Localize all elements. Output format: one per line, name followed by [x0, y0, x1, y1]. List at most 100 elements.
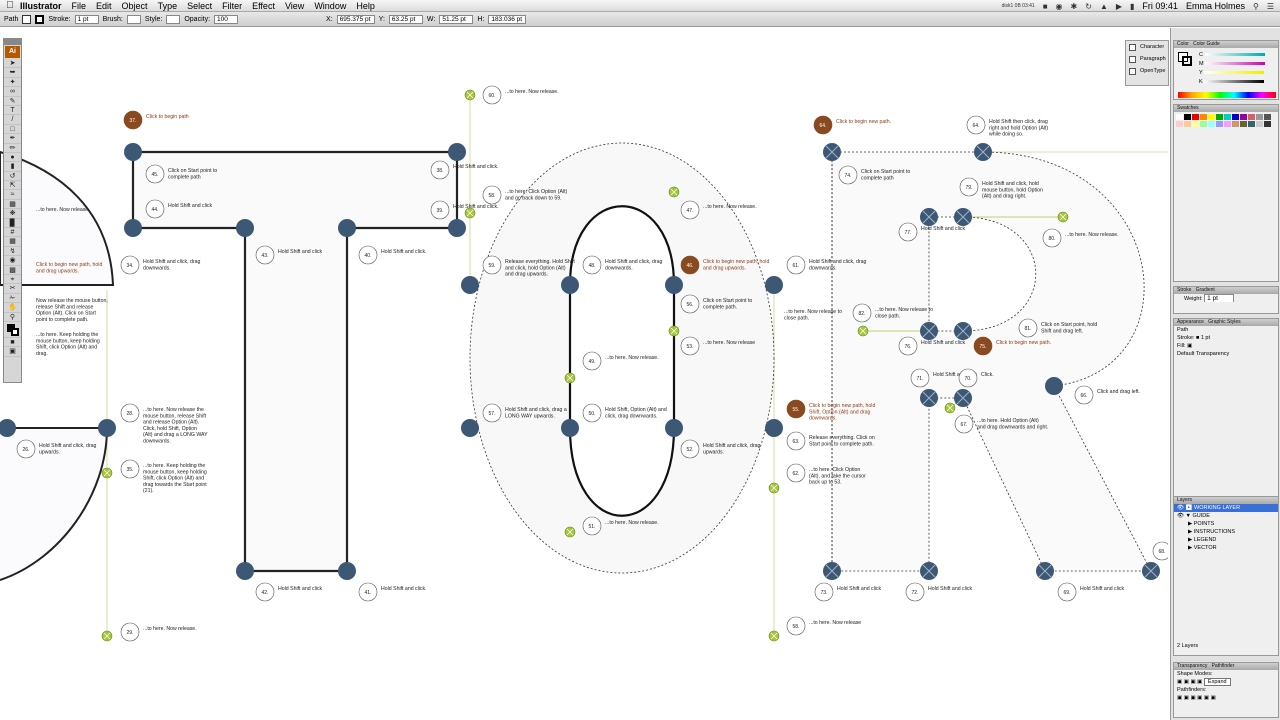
color-swatch[interactable]	[1256, 121, 1263, 127]
color-swatch[interactable]	[1216, 121, 1223, 127]
color-panel-tab[interactable]: Color Color Guide	[1174, 41, 1278, 48]
hand-tool-icon[interactable]: ✋	[4, 303, 21, 313]
tools-panel-header[interactable]	[4, 39, 21, 45]
cyan-slider[interactable]: C	[1196, 51, 1278, 60]
color-swatch[interactable]	[1184, 121, 1191, 127]
swatch-grid[interactable]	[1174, 112, 1278, 129]
y-field[interactable]: 63.25 pt	[388, 14, 423, 24]
menu-edit[interactable]: Edit	[96, 0, 112, 11]
free-transform-tool-icon[interactable]: ▦	[4, 200, 21, 210]
appearance-opacity[interactable]: Default Transparency	[1177, 351, 1230, 357]
screen-mode-icon[interactable]: ▣	[4, 347, 21, 357]
rotate-tool-icon[interactable]: ↺	[4, 172, 21, 182]
clock[interactable]: Fri 09:41	[1142, 1, 1178, 11]
stroke-swatch[interactable]	[1182, 56, 1192, 66]
appearance-stroke[interactable]: Stroke: ■ 1 pt	[1177, 335, 1211, 341]
symbol-sprayer-tool-icon[interactable]: ❋	[4, 209, 21, 219]
color-swatch[interactable]	[1240, 114, 1247, 120]
direct-selection-tool-icon[interactable]: ➥	[4, 68, 21, 78]
scale-tool-icon[interactable]: ⇱	[4, 181, 21, 191]
selection-tool-icon[interactable]: ➤	[4, 59, 21, 69]
color-swatch[interactable]	[1240, 121, 1247, 127]
menu-filter[interactable]: Filter	[222, 0, 243, 11]
magic-wand-tool-icon[interactable]: ✦	[4, 78, 21, 88]
rectangle-tool-icon[interactable]: □	[4, 125, 21, 135]
menu-view[interactable]: View	[284, 0, 305, 11]
status-icon[interactable]: ■	[1042, 1, 1048, 11]
warp-tool-icon[interactable]: ≈	[4, 190, 21, 200]
layer-row[interactable]: 👁 ▼ GUIDE	[1177, 513, 1210, 519]
color-mode-icon[interactable]: ■	[4, 338, 21, 348]
apple-menu-icon[interactable]: 	[0, 0, 20, 11]
appearance-panel-tab[interactable]: Appearance Graphic Styles	[1174, 319, 1278, 326]
x-field[interactable]: 695.375 pt	[336, 14, 375, 24]
live-paint-tool-icon[interactable]: ▩	[4, 266, 21, 275]
menu-object[interactable]: Object	[121, 0, 148, 11]
stroke-icon[interactable]	[11, 327, 19, 336]
fill-stroke-icon[interactable]	[4, 322, 21, 338]
spotlight-icon[interactable]: ⚲	[1252, 1, 1259, 11]
appearance-fill[interactable]: Fill: ▣	[1177, 343, 1193, 349]
color-swatch[interactable]	[1200, 114, 1207, 120]
lasso-tool-icon[interactable]: ∞	[4, 87, 21, 97]
menu-file[interactable]: File	[71, 0, 87, 11]
gradient-tool-icon[interactable]: ▦	[4, 237, 21, 247]
eraser-tool-icon[interactable]: ▮	[4, 162, 21, 172]
color-swatch[interactable]	[1200, 121, 1207, 127]
color-swatch[interactable]	[1264, 121, 1271, 127]
color-swatch[interactable]	[1184, 114, 1191, 120]
menu-effect[interactable]: Effect	[252, 0, 275, 11]
paragraph-tab[interactable]: Paragraph	[1126, 53, 1168, 65]
color-swatch[interactable]	[1216, 114, 1223, 120]
sync-icon[interactable]: ↻	[1085, 1, 1092, 11]
paintbrush-tool-icon[interactable]: ✒	[4, 134, 21, 144]
pathfinder-panel-tab[interactable]: Transparency Pathfinder	[1174, 663, 1278, 670]
layer-row[interactable]: ▶ POINTS	[1188, 521, 1215, 527]
layer-row[interactable]: ▶ LEGEND	[1188, 537, 1217, 543]
opentype-tab[interactable]: OpenType	[1126, 65, 1168, 77]
stroke-swatch[interactable]	[35, 14, 45, 24]
color-swatch[interactable]	[1224, 114, 1231, 120]
expand-button[interactable]: Expand	[1203, 678, 1231, 686]
style-dropdown[interactable]	[166, 14, 181, 24]
color-swatch[interactable]	[1176, 114, 1183, 120]
appearance-item[interactable]: Path	[1177, 327, 1189, 333]
color-swatch[interactable]	[1232, 121, 1239, 127]
black-slider[interactable]: K	[1196, 78, 1278, 87]
color-swatch[interactable]	[1192, 114, 1199, 120]
color-swatch[interactable]	[1224, 121, 1231, 127]
color-swatch[interactable]	[1192, 121, 1199, 127]
stroke-weight-field[interactable]: 1 pt	[1204, 294, 1235, 302]
line-tool-icon[interactable]: /	[4, 115, 21, 125]
swatches-panel-tab[interactable]: Swatches	[1174, 105, 1278, 112]
slice-tool-icon[interactable]: ✂	[4, 284, 21, 294]
type-tool-icon[interactable]: T	[4, 106, 21, 116]
app-menu[interactable]: Illustrator	[20, 0, 62, 11]
fill-swatch[interactable]	[22, 14, 32, 24]
blob-brush-tool-icon[interactable]: ●	[4, 153, 21, 163]
menu-help[interactable]: Help	[356, 0, 375, 11]
color-swatch[interactable]	[1248, 114, 1255, 120]
brush-dropdown[interactable]	[126, 14, 141, 24]
magenta-slider[interactable]: M	[1196, 60, 1278, 69]
color-swatch[interactable]	[1208, 121, 1215, 127]
pathfinder-buttons[interactable]: ▣ ▣ ▣ ▣ ▣ ▣	[1177, 695, 1216, 701]
graph-tool-icon[interactable]: ▉	[4, 219, 21, 229]
yellow-slider[interactable]: Y	[1196, 69, 1278, 78]
blend-tool-icon[interactable]: ◉	[4, 256, 21, 266]
layer-row[interactable]: ▶ VECTOR	[1188, 545, 1217, 551]
color-spectrum[interactable]	[1178, 92, 1276, 98]
user-name[interactable]: Emma Holmes	[1185, 1, 1245, 11]
color-swatch[interactable]	[1264, 114, 1271, 120]
opacity-field[interactable]: 100	[214, 14, 239, 24]
shape-mode-buttons[interactable]: ▣ ▣ ▣ ▣ Expand	[1174, 678, 1278, 686]
menu-select[interactable]: Select	[187, 0, 213, 11]
zoom-tool-icon[interactable]: ⚲	[4, 313, 21, 322]
menu-window[interactable]: Window	[314, 0, 347, 11]
color-swatch[interactable]	[1248, 121, 1255, 127]
character-tab[interactable]: Character	[1126, 41, 1168, 53]
pencil-tool-icon[interactable]: ✏	[4, 144, 21, 153]
color-swatch[interactable]	[1208, 114, 1215, 120]
scissors-tool-icon[interactable]: ✁	[4, 294, 21, 304]
